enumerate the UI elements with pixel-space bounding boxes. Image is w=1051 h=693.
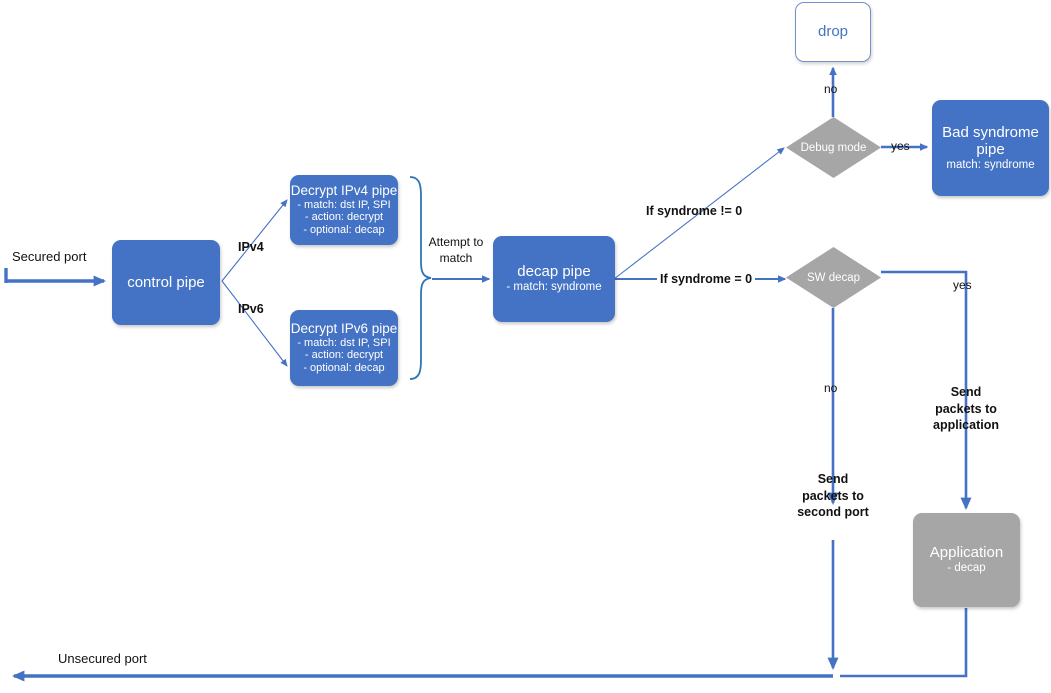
node-decrypt-ipv4-pipe[interactable]: Decrypt IPv4 pipe - match: dst IP, SPI -… (290, 175, 398, 245)
label-attempt-to-match: Attempt to match (422, 235, 490, 267)
decision-sw-decap-label: SW decap (806, 271, 861, 284)
node-drop[interactable]: drop (795, 2, 871, 62)
label-secured-port: Secured port (12, 249, 87, 264)
node-control-pipe[interactable]: control pipe (112, 240, 220, 325)
node-decrypt-ipv4-pipe-title: Decrypt IPv4 pipe (290, 182, 398, 198)
node-decrypt-ipv4-pipe-line-2: - action: decrypt (304, 211, 384, 224)
label-send-packets-to-second-port-line-3: second port (797, 505, 869, 519)
label-sw-decap-yes: yes (953, 278, 972, 292)
label-debug-mode-yes: yes (891, 139, 910, 153)
decision-debug-mode-label: Debug mode (800, 141, 867, 154)
label-attempt-to-match-line-1: Attempt to (428, 235, 484, 249)
label-send-packets-to-application: Send packets to application (906, 384, 1026, 434)
node-bad-syndrome-pipe-title-line-1: Bad syndrome (942, 123, 1039, 141)
label-if-syndrome-not-equal-zero: If syndrome != 0 (646, 204, 743, 218)
label-ipv6: IPv6 (238, 302, 264, 316)
label-attempt-to-match-line-2: match (439, 250, 473, 265)
decision-sw-decap[interactable]: SW decap (786, 247, 881, 308)
label-debug-mode-no: no (824, 82, 838, 96)
node-bad-syndrome-pipe[interactable]: Bad syndrome pipe match: syndrome (932, 100, 1049, 196)
connector-control-pipe-to-decrypt-ipv6 (221, 280, 288, 367)
label-send-packets-to-application-line-3: application (933, 418, 999, 432)
node-decrypt-ipv4-pipe-line-1: - match: dst IP, SPI (297, 198, 391, 211)
node-decrypt-ipv6-pipe-line-3: - optional: decap (303, 362, 385, 375)
node-decrypt-ipv6-pipe-title: Decrypt IPv6 pipe (290, 320, 398, 336)
node-application-title: Application (929, 544, 1004, 562)
node-bad-syndrome-pipe-line-1: match: syndrome (946, 158, 1035, 171)
brace-decrypt-pipes (409, 176, 432, 380)
connector-application-to-unsecured-port (840, 608, 968, 678)
decision-debug-mode[interactable]: Debug mode (786, 117, 881, 178)
node-decrypt-ipv4-pipe-line-3: - optional: decap (303, 224, 385, 237)
label-send-packets-to-application-line-2: packets to (935, 401, 997, 416)
node-decap-pipe[interactable]: decap pipe - match: syndrome (493, 236, 615, 322)
label-send-packets-to-second-port: Send packets to second port (773, 471, 893, 521)
label-send-packets-to-second-port-line-1: Send (817, 472, 849, 486)
node-decrypt-ipv6-pipe-line-2: - action: decrypt (304, 349, 384, 362)
label-sw-decap-no: no (824, 381, 838, 395)
label-send-packets-to-application-line-1: Send (950, 385, 982, 399)
node-decrypt-ipv6-pipe[interactable]: Decrypt IPv6 pipe - match: dst IP, SPI -… (290, 310, 398, 386)
diamond-shape-sw-decap (786, 247, 881, 308)
diamond-shape-debug-mode (786, 117, 881, 178)
node-application[interactable]: Application - decap (913, 513, 1020, 607)
label-send-packets-to-second-port-line-2: packets to (802, 488, 864, 503)
label-ipv4: IPv4 (238, 240, 264, 254)
connector-secured-port-to-control-pipe (4, 268, 107, 287)
node-bad-syndrome-pipe-title-line-2: pipe (976, 141, 1005, 159)
node-decap-pipe-title: decap pipe (517, 263, 591, 281)
node-application-line-1: - decap (947, 562, 986, 575)
node-drop-title: drop (817, 23, 849, 41)
label-unsecured-port: Unsecured port (58, 651, 147, 666)
node-decrypt-ipv6-pipe-line-1: - match: dst IP, SPI (297, 336, 391, 349)
label-if-syndrome-equal-zero: If syndrome = 0 (657, 272, 756, 286)
node-decap-pipe-line-1: - match: syndrome (506, 281, 602, 294)
node-control-pipe-title: control pipe (127, 273, 205, 291)
